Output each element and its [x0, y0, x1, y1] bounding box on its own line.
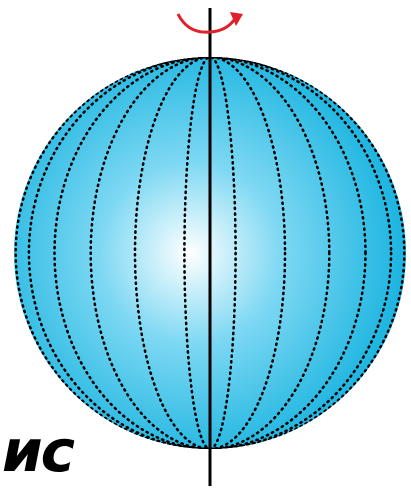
corner-text: ис	[2, 422, 73, 480]
